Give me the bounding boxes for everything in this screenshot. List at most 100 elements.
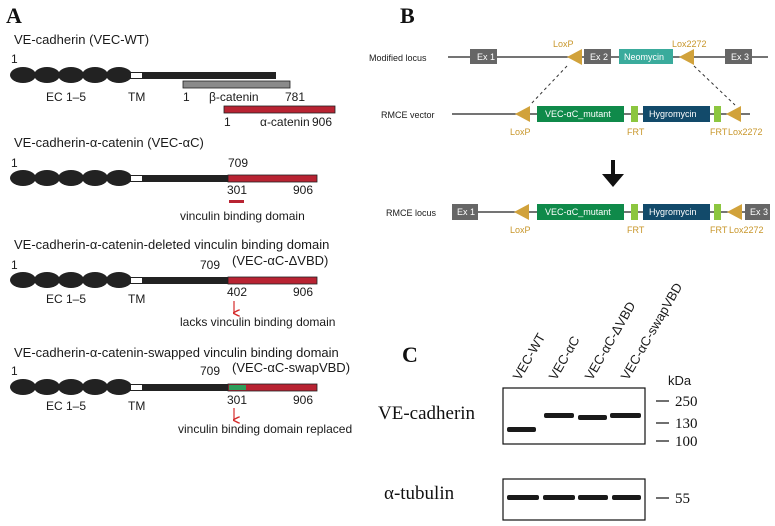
frt-label-1: FRT [627,127,645,137]
row-label: RMCE locus [386,208,437,218]
swapped-vbd [229,385,246,390]
beta-start: 1 [183,90,190,104]
loxp-label: LoxP [553,39,574,49]
ec-label: EC 1–5 [46,399,86,413]
tubulin-blot [502,478,646,521]
hygromycin-label: Hygromycin [649,109,697,119]
kda-label: kDa [668,373,692,388]
band-vec-wt [507,427,536,432]
rmce-locus: RMCE locus Ex 1 LoxP VEC-αC_mutant FRT H… [386,204,770,235]
end-number: 906 [293,183,313,197]
beta-catenin-label: β-catenin [209,90,259,104]
mutant-cassette [537,106,624,122]
tm-label: TM [128,90,145,104]
mutant-label: VEC-αC_mutant [545,207,611,217]
construct-vec-wt: VE-cadherin (VEC-WT) 1 EC 1–5 TM 1 β-cat… [10,32,336,129]
modified-locus: Modified locus Ex 1 LoxP Ex 2 Neomycin L… [369,39,768,65]
beta-end: 781 [285,90,305,104]
exon-3-label: Ex 3 [750,207,768,217]
blot-label-tubulin: α-tubulin [384,483,455,504]
lane-label-vec-ac: VEC-αC [546,333,583,382]
construct-abbr: (VEC-αC-ΔVBD) [232,253,328,268]
marker-250: 250 [675,394,698,410]
loxp-site [514,204,529,220]
row-label: RMCE vector [381,110,435,120]
junction-number: 709 [200,364,220,378]
position-number: 402 [227,285,247,299]
alpha-catenin-fusion [227,174,318,183]
band-vec-wt [507,495,539,500]
tm-domain [131,73,142,78]
construct-vec-ac-swapvbd: VE-cadherin-α-catenin-swapped vinculin b… [10,345,352,436]
construct-title: VE-cadherin-α-catenin-swapped vinculin b… [14,345,339,360]
frt-site-2 [714,106,721,122]
exon-2 [584,49,611,64]
construct-title: VE-cadherin-α-catenin-deleted vinculin b… [14,237,329,252]
n-terminus-number: 1 [11,156,18,170]
frt-site-1 [631,106,638,122]
neomycin-cassette [619,49,673,64]
panel-b-label: B [400,3,415,28]
alpha-catenin-bar [223,105,336,114]
construct-vec-ac: VE-cadherin-α-catenin (VEC-αC) 1 709 301… [10,135,318,223]
alpha-catenin-fusion [227,383,318,392]
construct-vec-ac-dvbd: VE-cadherin-α-catenin-deleted vinculin b… [10,237,335,329]
cytoplasmic-bar [128,175,228,182]
hygromycin-cassette [643,204,710,220]
frt-site-2 [714,204,721,220]
process-arrow [602,160,624,187]
ve-cadherin-blot [502,387,646,445]
lox2272-label: Lox2272 [729,225,764,235]
frt-label-2: FRT [710,225,728,235]
position-number: 301 [227,393,247,407]
ec-label: EC 1–5 [46,292,86,306]
marker-100: 100 [675,434,698,450]
loxp-label: LoxP [510,225,531,235]
mutant-label: VEC-αC_mutant [545,109,611,119]
tm-label: TM [128,399,145,413]
end-number: 906 [293,393,313,407]
lox2272-site [726,106,741,122]
exon-1-label: Ex 1 [457,207,475,217]
dvbd-note: lacks vinculin binding domain [180,315,335,329]
rmce-vector: RMCE vector LoxP VEC-αC_mutant FRT Hygro… [381,106,763,137]
alpha-catenin-label: α-catenin [260,115,310,129]
marker-ladder-top: 250 130 100 [656,394,698,450]
tm-domain [131,385,142,390]
junction-number: 709 [228,156,248,170]
ec-label: EC 1–5 [46,90,86,104]
tm-domain [131,176,142,181]
exon-1-label: Ex 1 [477,52,495,62]
frt-label-1: FRT [627,225,645,235]
band-vec-ac [543,495,575,500]
tm-label: TM [128,292,145,306]
cytoplasmic-bar [128,277,228,284]
alpha-start: 1 [224,115,231,129]
exon-2-label: Ex 2 [590,52,608,62]
band-vec-ac-swapvbd [610,413,641,418]
panel-a-label: A [6,3,22,28]
lane-labels: VEC-WT VEC-αC VEC-αC-ΔVBD VEC-αC-swapVBD [510,280,686,382]
exon-1 [452,204,478,220]
n-terminus-number: 1 [11,364,18,378]
marker-130: 130 [675,416,698,432]
construct-title: VE-cadherin (VEC-WT) [14,32,149,47]
blot-label-ve-cadherin: VE-cadherin [378,403,476,424]
neomycin-label: Neomycin [624,52,664,62]
lane-label-vec-wt: VEC-WT [510,331,549,383]
position-number: 301 [227,183,247,197]
loxp-site [515,106,530,122]
ec-domains [10,170,132,186]
recombination-line-left [529,65,568,106]
exon-3-label: Ex 3 [731,52,749,62]
marker-ladder-bottom: 55 [656,491,690,507]
exon-3 [745,204,770,220]
ec-domains [10,67,132,83]
n-terminus-number: 1 [11,52,18,66]
exon-1 [470,49,497,64]
swap-note: vinculin binding domain replaced [178,422,352,436]
hygromycin-cassette [643,106,710,122]
junction-number: 709 [200,258,220,272]
beta-catenin-bar [182,80,291,89]
